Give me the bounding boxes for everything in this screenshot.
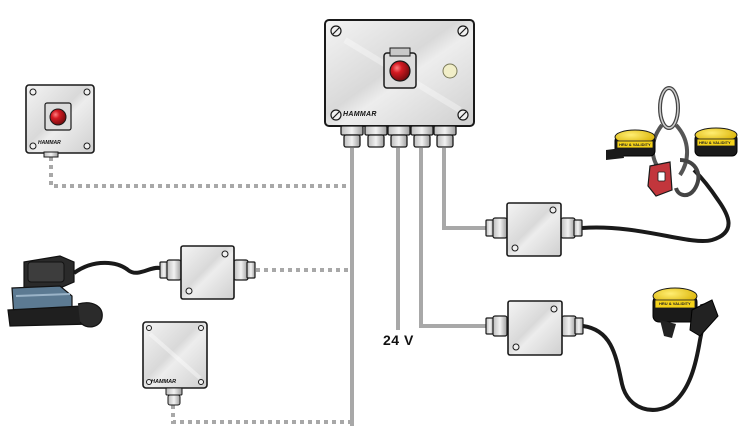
main-control-unit-icon (324, 19, 475, 148)
cable-gland-icon (340, 125, 457, 148)
brand-logo-main: HAMMAR (343, 111, 377, 118)
brand-logo-box: HAMMAR (151, 379, 177, 385)
hru-tag-lower: HRU & VALIDITY (659, 301, 691, 306)
hru-tag-right: HRU & VALIDITY (699, 140, 731, 145)
solenoid-valve-icon (7, 255, 161, 328)
brand-logo-small: HAMMAR (38, 140, 61, 146)
junction-box-icon (159, 245, 256, 300)
release-hook-icon (647, 158, 701, 197)
junction-box-icon (142, 321, 208, 406)
red-push-button-icon (389, 60, 411, 82)
cable-to-lower-box (419, 148, 488, 328)
remote-release-button-icon (25, 84, 95, 158)
dotted-cable-remote-button (49, 157, 350, 188)
hru-tag-left: HRU & VALIDITY (619, 142, 651, 147)
hydrostatic-release-unit-icon (652, 287, 719, 338)
junction-box-icon (485, 300, 584, 356)
cable-to-upper-box (442, 148, 488, 230)
junction-box-icon (485, 202, 583, 257)
hydrostatic-release-unit-icon (606, 86, 738, 197)
indicator-lamp-icon (442, 63, 458, 79)
dotted-cable-lower-box (171, 405, 350, 424)
grey-cables (350, 148, 488, 426)
black-cables (581, 168, 731, 412)
dotted-cables (49, 157, 350, 424)
cable-upper-hru (581, 168, 731, 243)
supply-voltage-label: 24 V (383, 332, 414, 348)
